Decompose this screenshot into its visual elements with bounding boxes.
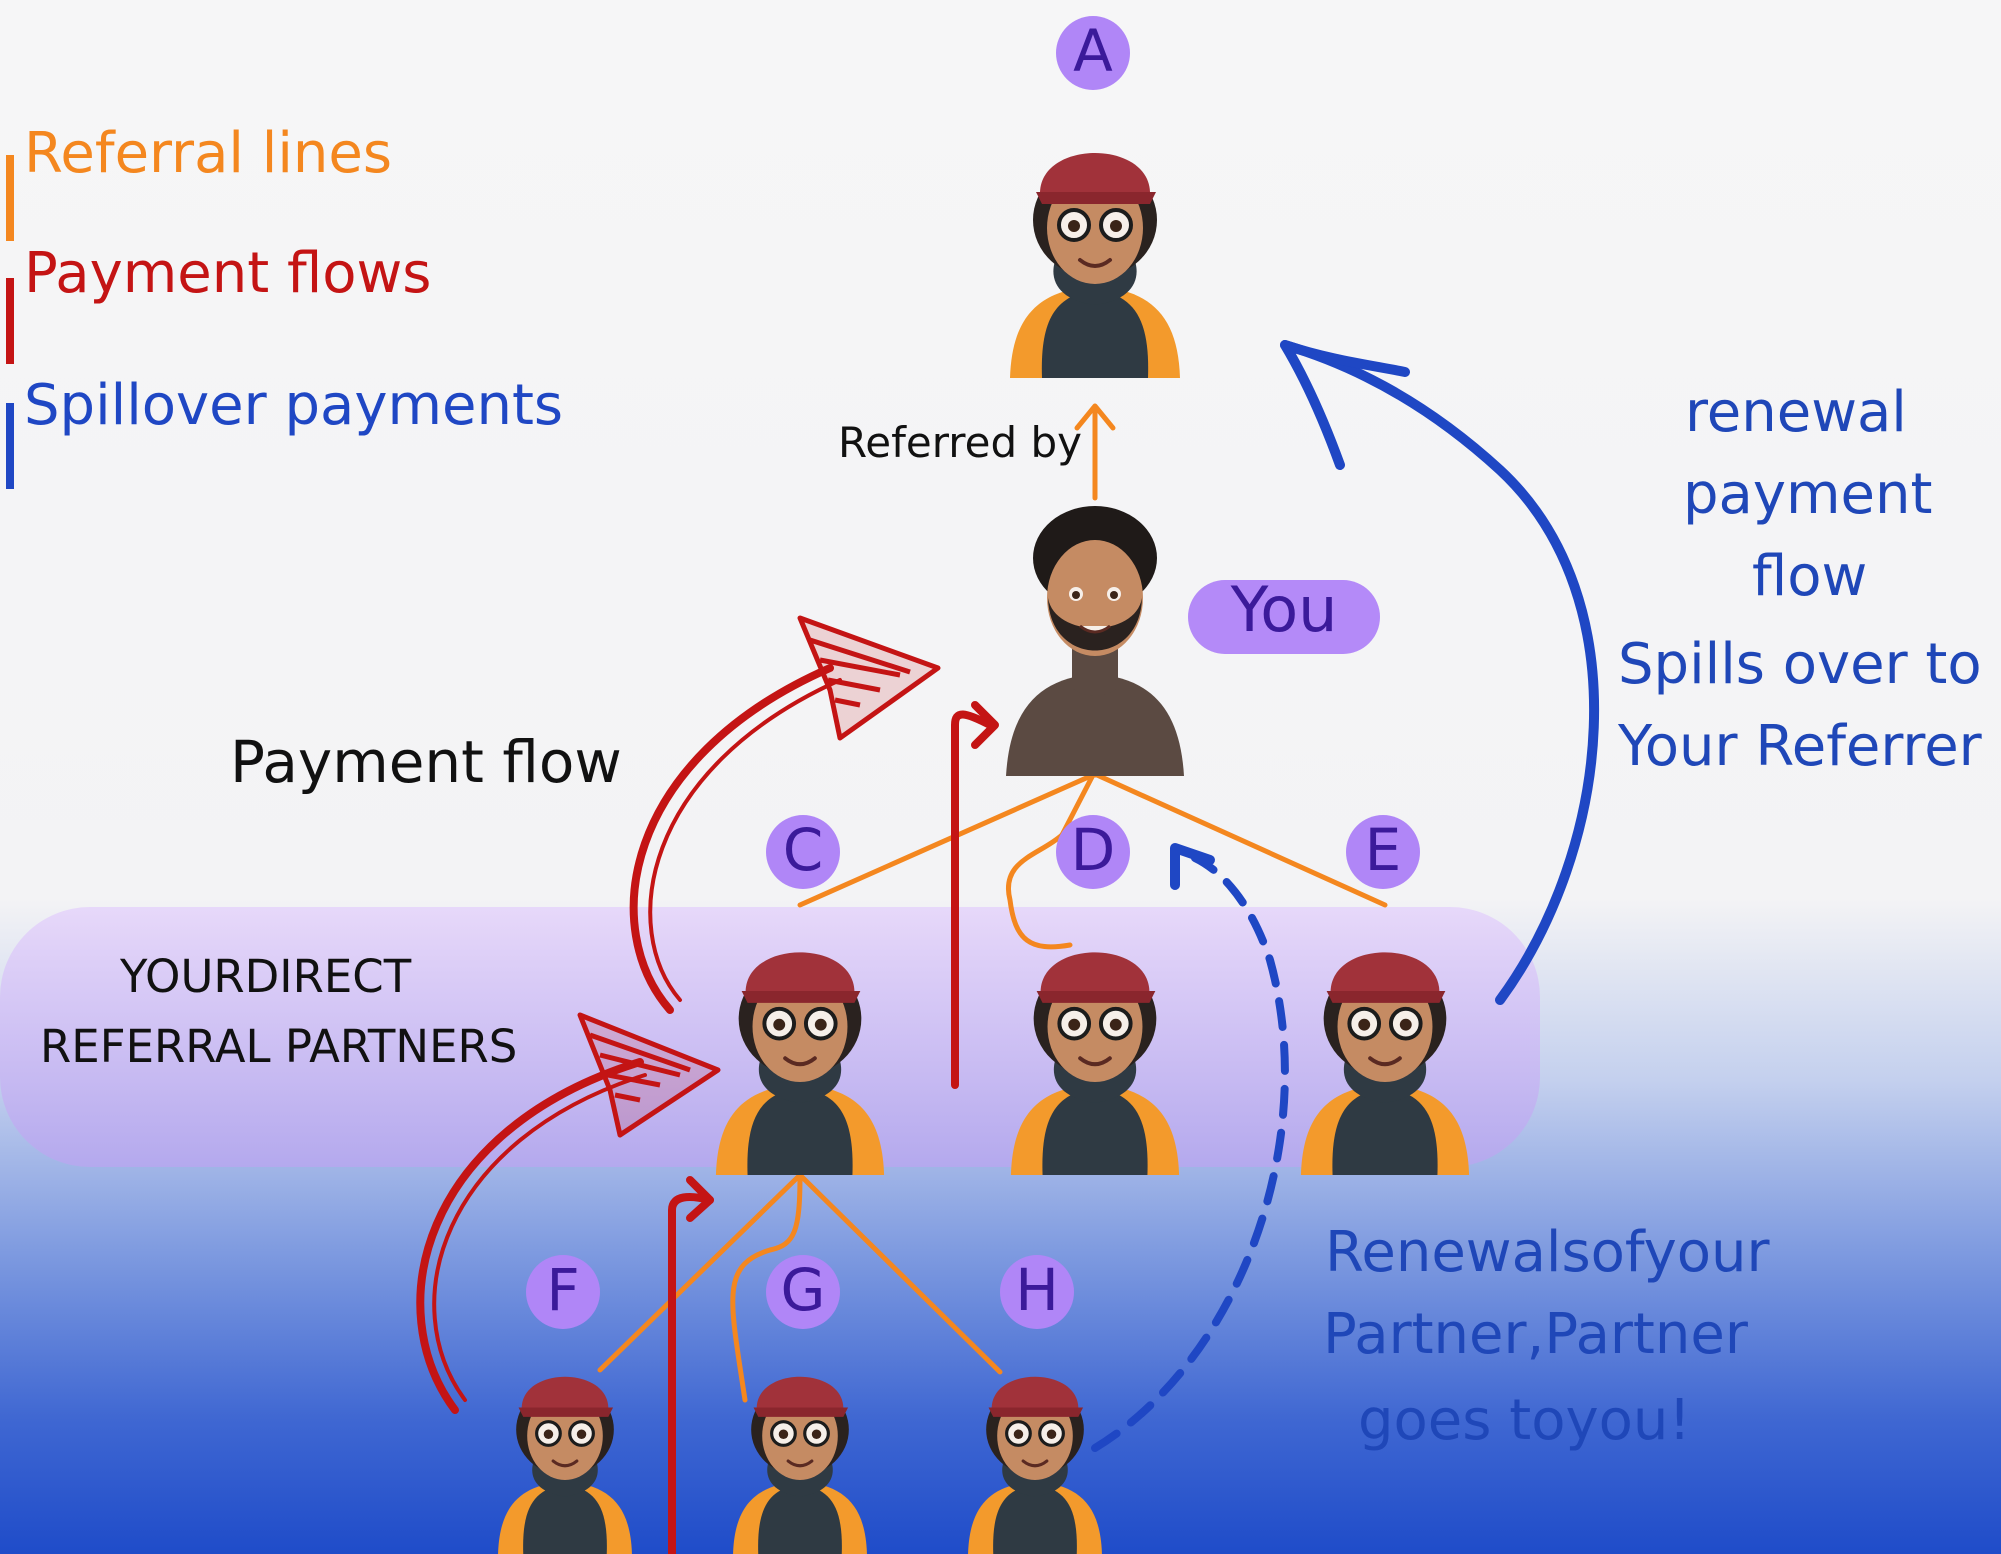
referral-lines: [597, 403, 1388, 1403]
renewal-note-line: renewal: [1685, 380, 1907, 445]
you-badge: You: [1188, 579, 1380, 654]
partner-renewal-line: Renewalsofyour: [1325, 1220, 1770, 1285]
legend-payment-label: Payment flows: [24, 241, 432, 306]
referral-arrow-you-to-a: [1074, 403, 1116, 431]
payment-flows: [416, 664, 999, 1554]
direct-partners-label-line2: REFERRAL PARTNERS: [40, 1020, 518, 1073]
avatar-c: [715, 952, 885, 1175]
payment-curve-c-to-you-b: [648, 678, 842, 1002]
referral-line-g-to-c: [730, 1172, 803, 1403]
payment-line-f-to-c: [668, 1193, 714, 1554]
payment-curve-f-to-c: [416, 1058, 644, 1414]
payment-flow-label: Payment flow: [230, 728, 622, 796]
spillover-dashed-arrowhead: [1170, 843, 1215, 890]
avatar-a: [1010, 153, 1180, 378]
avatar-f: [498, 1376, 632, 1554]
partner-renewal-line: goes toyou!: [1358, 1388, 1691, 1453]
referral-line-h-to-c: [797, 1172, 1003, 1375]
direct-partners-label-line1: YOURDIRECT: [120, 950, 412, 1003]
spillover-dashed-h-to-d: [1091, 854, 1289, 1452]
node-d-badge: D: [1056, 815, 1130, 889]
node-f-badge: F: [526, 1255, 600, 1329]
payment-curve-f-to-c-b: [432, 1073, 647, 1402]
avatar-g: [733, 1376, 867, 1554]
referral-line-c-to-you: [797, 772, 1096, 908]
payment-scribble-arrowhead-top: [797, 615, 941, 741]
avatar-you: [1006, 506, 1184, 776]
node-c-badge: C: [766, 815, 840, 889]
node-g-badge: G: [766, 1255, 840, 1329]
renewal-note-line: payment: [1683, 462, 1933, 527]
legend-referral-swatch: [6, 155, 14, 241]
node-h-badge: H: [1000, 1255, 1074, 1329]
partner-renewal-line: Partner,Partner: [1323, 1302, 1748, 1367]
spillover-arrowhead-e-to-a: [1280, 340, 1410, 470]
avatar-h: [968, 1376, 1102, 1554]
spillover-payments: [1091, 340, 1600, 1452]
referred-by-label: Referred by: [838, 418, 1083, 467]
avatar-e: [1300, 952, 1470, 1175]
legend-spillover-label: Spillover payments: [24, 373, 564, 438]
payment-arrowhead-f-to-c: [686, 1176, 714, 1222]
payment-line-d-to-you: [951, 710, 994, 1089]
payment-arrowheads: [577, 615, 941, 1138]
referral-line-f-to-c: [597, 1172, 803, 1373]
legend-payment-swatch: [6, 278, 14, 364]
renewal-note-line: Spills over to: [1618, 632, 1982, 697]
renewal-note-line: Your Referrer: [1618, 714, 1982, 779]
payment-scribble-arrowhead-bottom: [577, 1012, 721, 1138]
spillover-curve-e-to-a: [1280, 340, 1600, 1005]
legend-spillover-swatch: [6, 403, 14, 489]
avatar-d: [1010, 952, 1180, 1175]
payment-curve-c-to-you: [629, 664, 834, 1014]
legend-referral-label: Referral lines: [24, 121, 392, 186]
node-a-badge: A: [1056, 16, 1130, 90]
referral-line-d-to-you: [1005, 832, 1073, 950]
renewal-note-line: flow: [1752, 544, 1868, 609]
node-e-badge: E: [1346, 815, 1420, 889]
payment-arrowhead-d-to-you: [971, 701, 999, 749]
referral-line-e-to-you: [1094, 772, 1388, 908]
